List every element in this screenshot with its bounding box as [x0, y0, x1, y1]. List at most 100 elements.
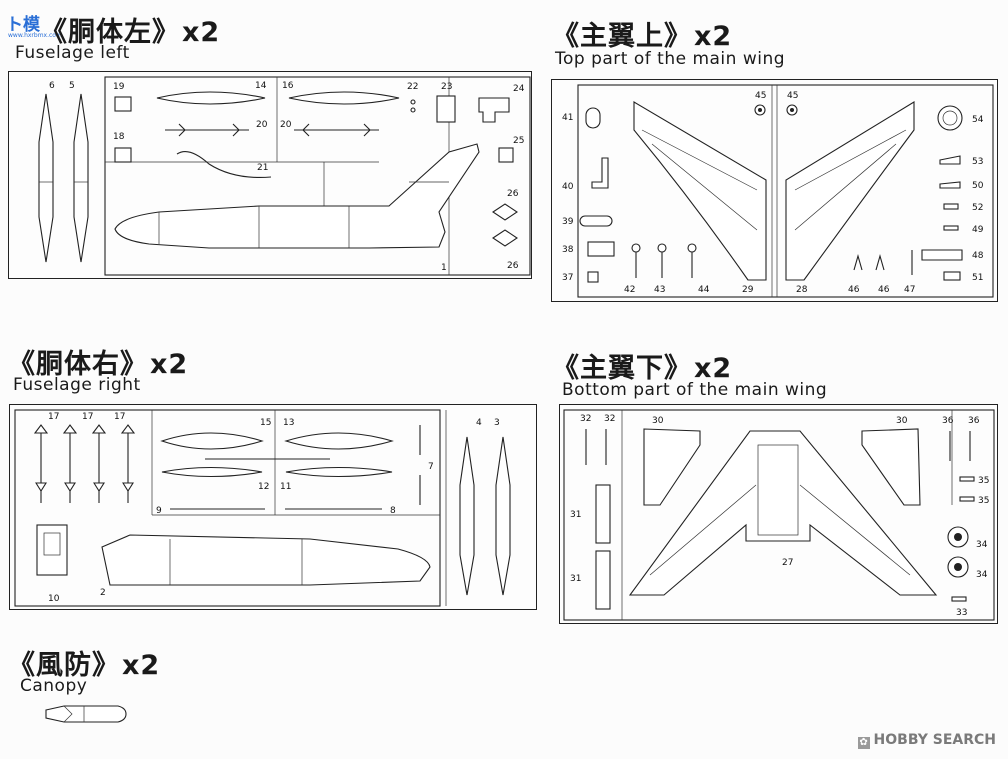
label-54: 54: [972, 115, 984, 125]
label-10: 10: [48, 594, 60, 604]
canopy-part: [45, 705, 127, 723]
canopy-title: 《風防》x2: [8, 643, 160, 682]
label-12: 12: [258, 482, 269, 492]
label-30a: 30: [652, 416, 664, 426]
label-22: 22: [407, 82, 418, 92]
label-27: 27: [782, 558, 793, 568]
label-44: 44: [698, 285, 710, 295]
bottom-wing-sprue: 32 32 30 30 36 36 31 31 35 35 34 34 33 2…: [559, 404, 998, 624]
part-10: [36, 524, 68, 576]
canopy-title-cn: 《風防》: [8, 650, 120, 681]
top-wing-subtitle: Top part of the main wing: [555, 49, 786, 69]
label-16: 16: [282, 81, 294, 91]
part-12: [161, 466, 263, 478]
label-3: 3: [494, 418, 500, 428]
logo-url: www.hxrbmx.com: [8, 32, 62, 39]
label-21: 21: [257, 163, 268, 173]
part-2-fuselage: [101, 534, 431, 586]
label-36a: 36: [942, 416, 954, 426]
label-7: 7: [428, 462, 434, 472]
bottom-wing-qty: x2: [694, 353, 733, 384]
part-23: [436, 95, 456, 123]
part-13: [284, 432, 394, 450]
part-40: [591, 157, 609, 189]
label-45b: 45: [787, 91, 798, 101]
part-25: [498, 147, 514, 163]
canopy-subtitle: Canopy: [20, 676, 88, 696]
fuselage-left-title-cn: 《胴体左》: [40, 17, 180, 48]
part-31a: [595, 484, 611, 544]
fuselage-right-subtitle: Fuselage right: [13, 375, 141, 395]
label-28: 28: [796, 285, 808, 295]
label-13: 13: [283, 418, 294, 428]
bottom-wing-subtitle: Bottom part of the main wing: [562, 380, 828, 400]
label-31a: 31: [570, 510, 581, 520]
part-24: [478, 97, 510, 123]
label-48: 48: [972, 251, 984, 261]
part-15: [160, 432, 264, 450]
label-26b: 26: [507, 261, 519, 271]
part-17-missiles: [33, 424, 136, 503]
label-32a: 32: [580, 414, 591, 424]
fuselage-left-sprue: 6 5 19 18 14 16 20 20 21 22 23 24 25 26 …: [8, 71, 532, 279]
label-37: 37: [562, 273, 573, 283]
label-43: 43: [654, 285, 665, 295]
label-29: 29: [742, 285, 754, 295]
part-5: [73, 93, 89, 263]
fuselage-right-sprue: 17 17 17 15 13 12 11 9 8 7 4 3 10 2: [9, 404, 537, 610]
part-3: [495, 436, 511, 596]
part-1-fuselage: [114, 143, 480, 249]
label-5: 5: [69, 81, 75, 91]
top-wing-title: 《主翼上》x2: [552, 14, 732, 53]
watermark-text: HOBBY SEARCH: [873, 732, 996, 748]
label-42: 42: [624, 285, 635, 295]
watermark-icon: ✿: [857, 737, 870, 749]
part-31b: [595, 550, 611, 610]
label-17a: 17: [48, 412, 59, 422]
label-20a: 20: [256, 120, 268, 130]
label-33: 33: [956, 608, 967, 618]
label-26a: 26: [507, 189, 519, 199]
part-39: [579, 215, 613, 227]
label-32b: 32: [604, 414, 615, 424]
label-47: 47: [904, 285, 915, 295]
label-34a: 34: [976, 540, 988, 550]
label-31b: 31: [570, 574, 581, 584]
label-8: 8: [390, 506, 396, 516]
bottom-wing-title: 《主翼下》x2: [552, 346, 732, 385]
top-wing-title-cn: 《主翼上》: [552, 21, 692, 52]
label-49: 49: [972, 225, 984, 235]
part-4: [459, 436, 475, 596]
sprue-runner: [104, 76, 531, 276]
label-2: 2: [100, 588, 106, 598]
fuselage-left-title: 《胴体左》x2: [40, 10, 220, 49]
label-30b: 30: [896, 416, 908, 426]
part-16: [288, 91, 400, 105]
part-27-wing: [628, 430, 938, 596]
fuselage-right-title: 《胴体右》x2: [8, 342, 188, 381]
label-24: 24: [513, 84, 525, 94]
top-wing-sprue: 41 40 39 38 37 42 43 44 45 29 45 28 46 4…: [551, 79, 998, 302]
label-46b: 46: [878, 285, 890, 295]
label-50: 50: [972, 181, 984, 191]
label-17c: 17: [114, 412, 125, 422]
top-wing-qty: x2: [694, 21, 733, 52]
label-19: 19: [113, 82, 125, 92]
label-6: 6: [49, 81, 55, 91]
part-14: [156, 91, 266, 105]
label-51: 51: [972, 273, 983, 283]
part-29-wing: [633, 101, 767, 281]
fuselage-right-drawing: 17 17 17 15 13 12 11 9 8 7 4 3 10 2: [14, 409, 511, 607]
label-11: 11: [280, 482, 291, 492]
part-41: [585, 107, 601, 129]
part-21: [176, 151, 272, 178]
label-18: 18: [113, 132, 125, 142]
label-35a: 35: [978, 476, 989, 486]
fuselage-right-qty: x2: [150, 349, 189, 380]
label-23: 23: [441, 82, 452, 92]
part-28-wing: [785, 101, 915, 281]
label-14: 14: [255, 81, 267, 91]
hobby-search-watermark: ✿HOBBY SEARCH: [857, 732, 996, 749]
label-36b: 36: [968, 416, 980, 426]
part-6: [38, 93, 54, 263]
